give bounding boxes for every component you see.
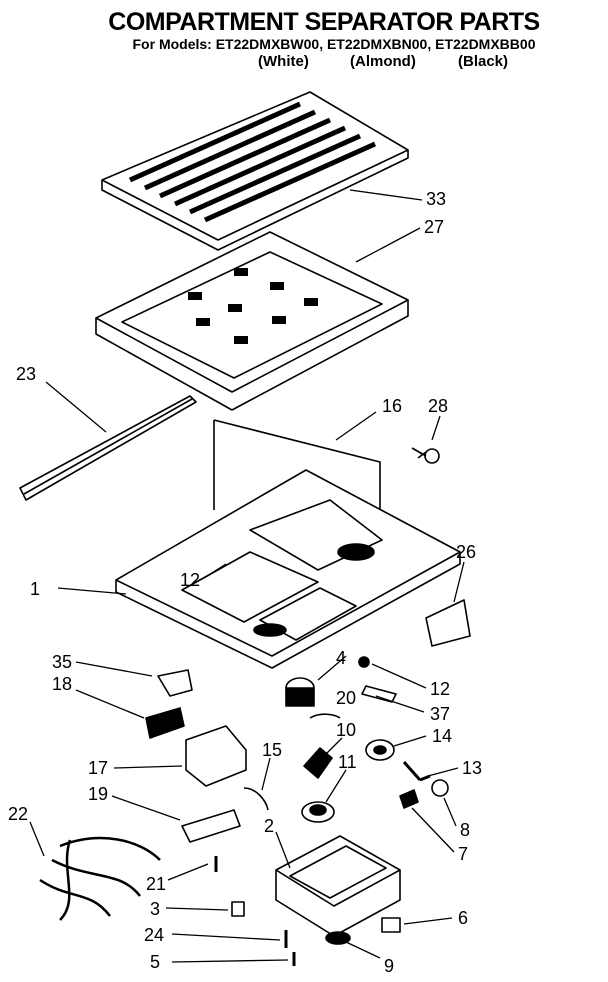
callout-28: 28: [428, 396, 448, 416]
callout-20: 20: [336, 688, 356, 708]
callout-12-upper: 12: [180, 570, 200, 590]
part-28-fastener: [411, 447, 440, 464]
callout-12-lower: 12: [430, 679, 450, 699]
callout-15: 15: [262, 740, 282, 760]
callout-27: 27: [424, 217, 444, 237]
part-6-connector: [381, 917, 401, 933]
part-2-control-housing: [275, 835, 401, 937]
callout-labels: 33 27 23 16 28 1 12 26 35 4 12 18 20 37 …: [8, 189, 482, 976]
part-17-housing: [185, 725, 247, 787]
part-11-control: [301, 801, 335, 823]
models-line: For Models: ET22DMXBW00, ET22DMXBN00, ET…: [132, 36, 536, 52]
variant-white: (White): [258, 53, 309, 70]
part-19-cover: [181, 809, 241, 843]
callout-37: 37: [430, 704, 450, 724]
part-20-gasket: [309, 713, 341, 719]
callout-9: 9: [384, 956, 394, 976]
part-26-bracket: [425, 599, 471, 647]
callout-4: 4: [336, 648, 346, 668]
callout-14: 14: [432, 726, 452, 746]
callout-22: 22: [8, 804, 28, 824]
callout-7: 7: [458, 844, 468, 864]
part-37-clip: [361, 685, 397, 703]
callout-19: 19: [88, 784, 108, 804]
callout-13: 13: [462, 758, 482, 778]
callout-11: 11: [338, 752, 357, 772]
part-23-trim-strip: [19, 395, 197, 501]
callout-3: 3: [150, 899, 160, 919]
callout-1: 1: [30, 579, 40, 599]
page-title: COMPARTMENT SEPARATOR PARTS: [108, 8, 540, 36]
callout-26: 26: [456, 542, 476, 562]
callout-21: 21: [146, 874, 166, 894]
part-14-knob: [365, 739, 395, 761]
part-9-knob: [325, 931, 351, 945]
callout-18: 18: [52, 674, 72, 694]
callout-10: 10: [336, 720, 356, 740]
part-35-clip: [157, 669, 193, 697]
callout-33: 33: [426, 189, 446, 209]
callout-16: 16: [382, 396, 402, 416]
callout-24: 24: [144, 925, 164, 945]
callout-35: 35: [52, 652, 72, 672]
part-33-grille-cover: [101, 91, 409, 251]
part-18-pad: [145, 707, 185, 739]
part-27-tray-frame: [95, 231, 409, 411]
part-15-tube: [243, 787, 269, 811]
part-7-holder: [399, 789, 419, 809]
callout-2: 2: [264, 816, 274, 836]
callout-23: 23: [16, 364, 36, 384]
callout-17: 17: [88, 758, 108, 778]
part-12-screw: [358, 656, 370, 668]
part-1-separator-panel: [115, 469, 461, 669]
callout-5: 5: [150, 952, 160, 972]
variant-almond: (Almond): [350, 53, 416, 70]
part-22-wire-harness: [39, 836, 161, 921]
callout-8: 8: [460, 820, 470, 840]
callout-6: 6: [458, 908, 468, 928]
part-3-clip: [231, 901, 245, 917]
part-4-socket: [285, 677, 315, 707]
part-8-bulb: [431, 779, 449, 797]
part-13-lever: [402, 761, 431, 782]
variant-black: (Black): [458, 53, 509, 70]
